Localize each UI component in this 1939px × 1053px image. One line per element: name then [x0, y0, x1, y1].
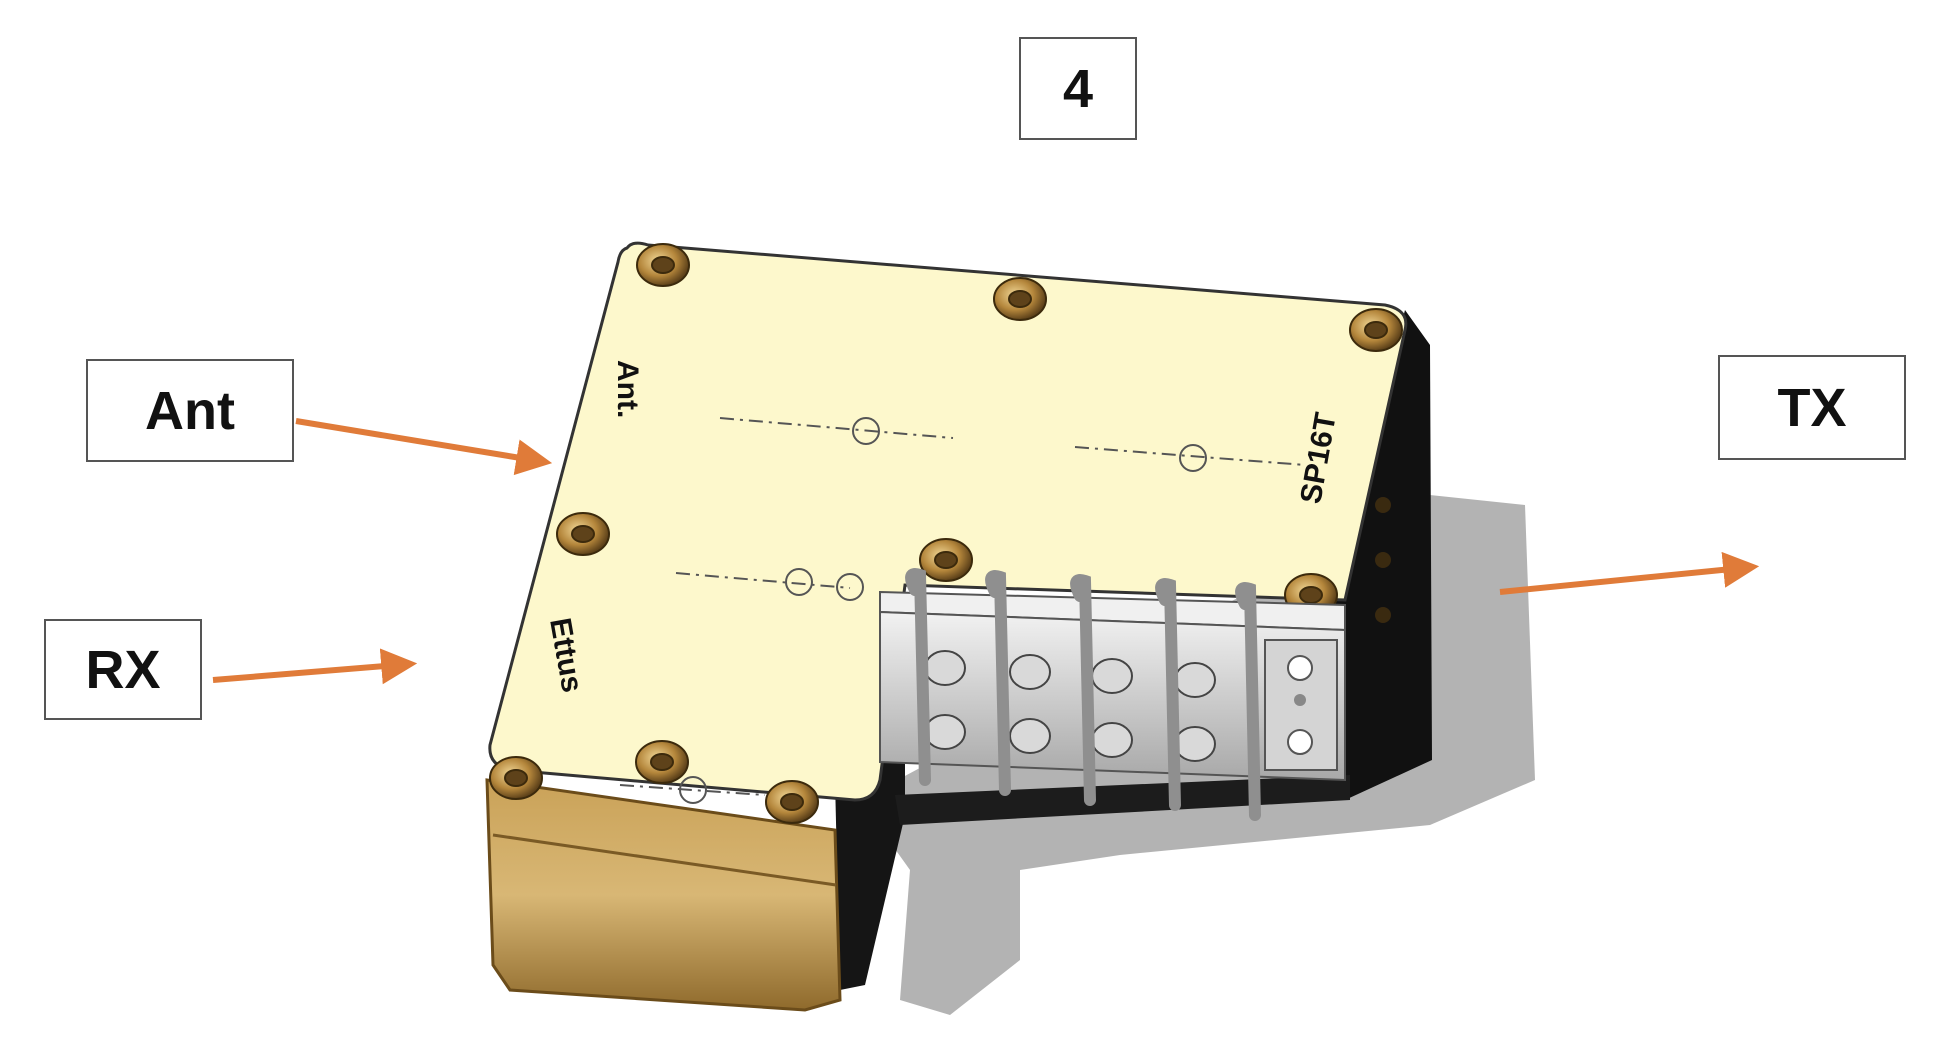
step-dark-face [895, 775, 1350, 825]
right-port-1 [1375, 497, 1391, 513]
engraving-ant: Ant. [611, 360, 644, 418]
centerline-circles [679, 417, 1207, 804]
right-port-2 [1375, 552, 1391, 568]
ant-arrow [295, 418, 553, 476]
tx-label: TX [1718, 355, 1906, 460]
screw [1349, 308, 1403, 352]
rx-arrow [212, 648, 418, 685]
centerlines [619, 417, 1306, 796]
terminal-screws [924, 650, 1216, 762]
rx-label: RX [44, 619, 202, 720]
terminal-block [879, 568, 1346, 821]
tx-arrow [1499, 551, 1760, 595]
front-brass-face [485, 778, 842, 1012]
wire-loops [905, 568, 1261, 821]
screw [919, 538, 973, 582]
screw [636, 243, 690, 287]
screw [765, 780, 819, 824]
figure-number-label: 4 [1019, 37, 1137, 140]
screw [635, 740, 689, 784]
screws [489, 243, 1403, 824]
screw [556, 512, 610, 556]
top-face [488, 241, 1408, 802]
right-port-3 [1375, 607, 1391, 623]
screw [489, 756, 543, 800]
screw [993, 277, 1047, 321]
ant-label: Ant [86, 359, 294, 462]
